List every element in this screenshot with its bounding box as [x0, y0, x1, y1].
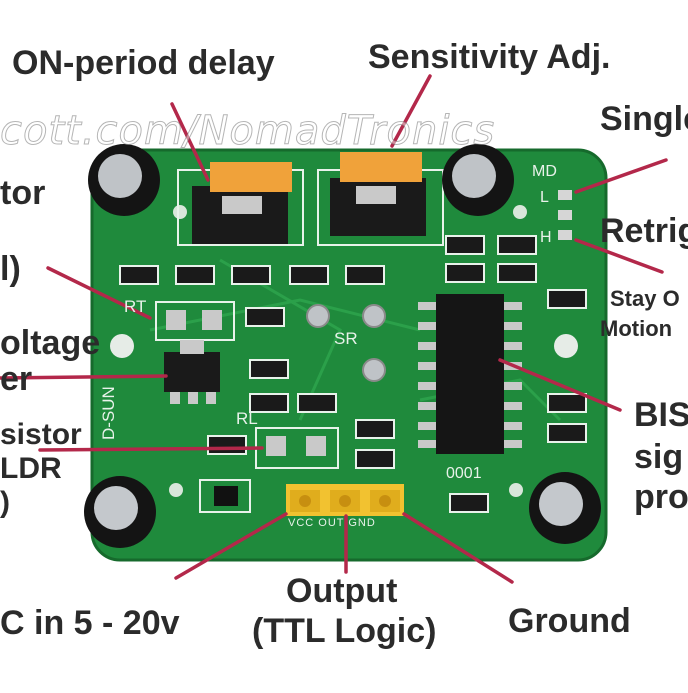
label-stay-on-2: Motion: [600, 316, 673, 341]
watermark: cott.com/NomadTronics: [0, 108, 496, 155]
label-output-1: Output: [286, 572, 398, 610]
capacitor-bottom-right: [529, 472, 601, 544]
capacitor-bottom-left: [84, 476, 156, 548]
callout-lines: [0, 74, 668, 584]
voltage-regulator: [164, 340, 220, 404]
sr-pads: [306, 304, 386, 382]
capacitor-top-right: [442, 144, 514, 216]
md-jumper: [558, 190, 572, 240]
label-ground: Ground: [508, 602, 631, 640]
silk-rl: RL: [236, 409, 258, 428]
silk-chip-code: 0001: [446, 465, 482, 482]
label-voltage-2: er: [0, 360, 33, 398]
label-bis-2: sig: [634, 438, 684, 476]
label-l-paren: l): [0, 250, 21, 288]
on-period-potentiometer: [177, 162, 304, 246]
label-single: Single: [600, 100, 688, 138]
bis-chip: [418, 294, 522, 454]
silk-md: MD: [532, 163, 557, 180]
label-bis-3: pro: [634, 478, 688, 516]
label-tor: tor: [0, 174, 46, 212]
smd-resistors: [119, 235, 587, 513]
label-output-2: (TTL Logic): [252, 612, 437, 650]
silk-h: H: [540, 229, 552, 246]
label-on-period-delay: ON-period delay: [12, 44, 275, 82]
transistor: [199, 479, 251, 513]
label-resistor-1: sistor: [0, 418, 82, 451]
label-resistor-2: LDR: [0, 452, 62, 485]
label-sensitivity-adj: Sensitivity Adj.: [368, 38, 611, 76]
label-dc-in: C in 5 - 20v: [0, 604, 180, 642]
sensitivity-potentiometer: [317, 152, 444, 246]
label-resistor-3: ): [0, 486, 10, 519]
pin-header: [286, 484, 404, 516]
silk-rt: RT: [124, 297, 147, 316]
silk-pins: VCC OUT GND: [288, 517, 376, 529]
capacitor-top-left: [88, 144, 160, 216]
silk-l: L: [540, 189, 549, 206]
label-voltage-1: oltage: [0, 324, 101, 362]
silk-dsun: D-SUN: [99, 386, 118, 440]
label-stay-on-1: Stay O: [610, 286, 680, 311]
label-bis-1: BIS: [634, 396, 688, 434]
silk-sr: SR: [334, 329, 358, 348]
label-retrig: Retrig: [600, 212, 688, 250]
